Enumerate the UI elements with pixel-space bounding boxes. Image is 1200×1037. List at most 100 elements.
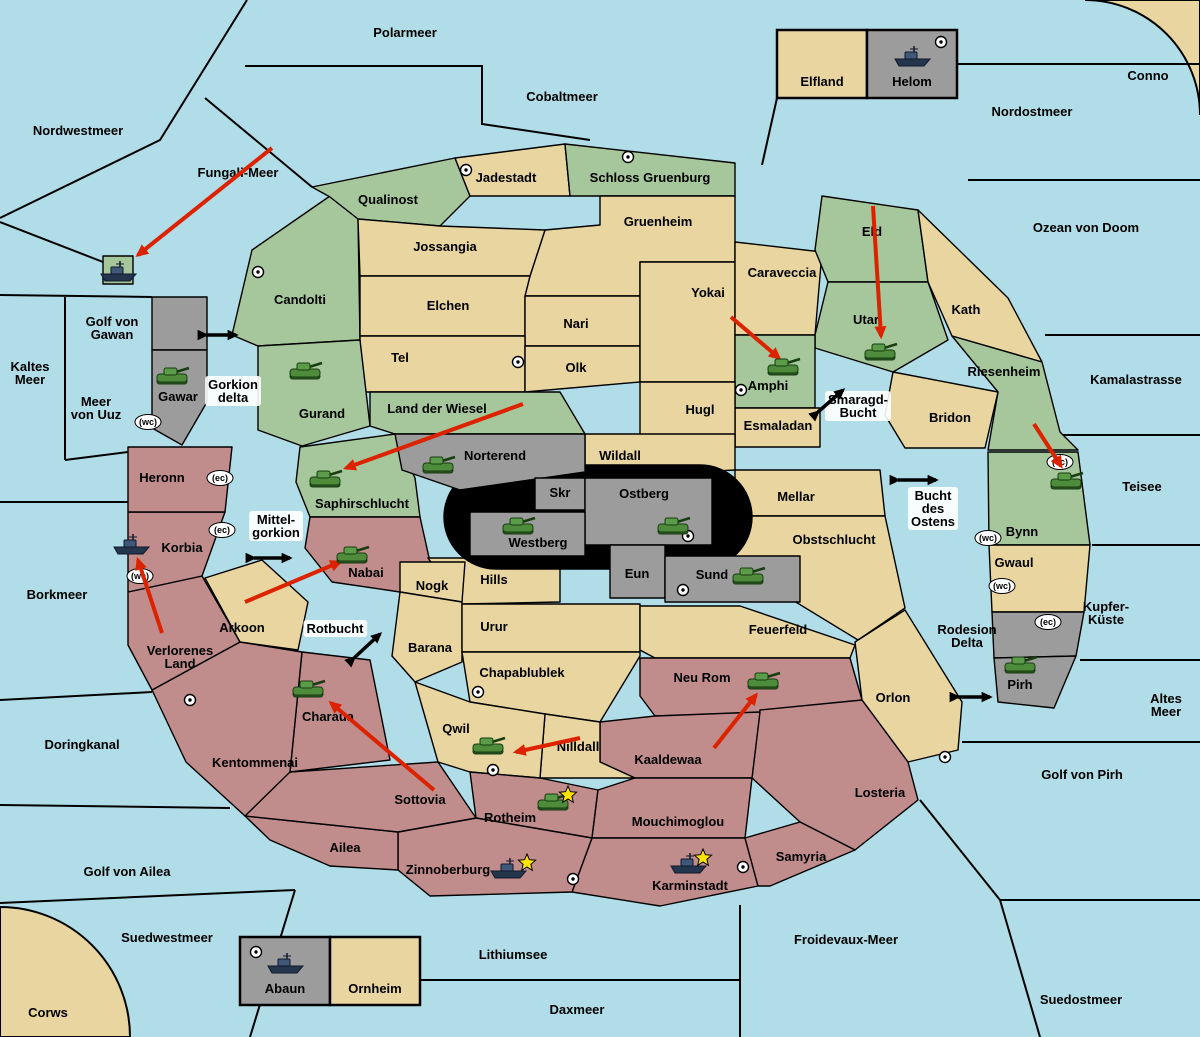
svg-text:Wildall: Wildall <box>599 448 641 463</box>
territory-label-chapablublek: Chapablublek <box>479 665 565 680</box>
tank-unit[interactable] <box>1004 655 1038 674</box>
ship-unit[interactable] <box>267 953 305 974</box>
tank-unit[interactable] <box>292 679 326 698</box>
tank-unit[interactable] <box>502 516 536 535</box>
sea-label-nordwestmeer: Nordwestmeer <box>33 123 123 138</box>
territory-heronn[interactable] <box>127 446 233 513</box>
ship-unit[interactable] <box>490 858 528 879</box>
territory-label-zinnoberburg: Zinnoberburg <box>406 862 491 877</box>
tank-unit[interactable] <box>657 516 691 535</box>
sea-label-ozean-von-doom: Ozean von Doom <box>1033 220 1139 235</box>
city-marker <box>511 355 525 369</box>
territory-label-kath: Kath <box>952 302 981 317</box>
territory-label-arkoon: Arkoon <box>219 620 265 635</box>
territory-norterend[interactable] <box>394 433 586 491</box>
territory-tel[interactable] <box>359 335 526 393</box>
svg-text:Neu Rom: Neu Rom <box>673 670 730 685</box>
connection-arrow <box>808 388 846 422</box>
tank-unit[interactable] <box>336 545 370 564</box>
city-marker <box>736 860 750 874</box>
tank-unit[interactable] <box>732 566 766 585</box>
sea-label-golf-von-pirh: Golf von Pirh <box>1041 767 1123 782</box>
tank-unit[interactable] <box>289 361 323 380</box>
territory-label-sund: Sund <box>696 567 729 582</box>
svg-text:Jossangia: Jossangia <box>413 239 477 254</box>
tank-unit[interactable] <box>767 357 801 376</box>
svg-text:Fungali-Meer: Fungali-Meer <box>198 165 279 180</box>
tank-unit[interactable] <box>156 366 190 385</box>
legend-label-helom: Helom <box>892 74 932 89</box>
tank-unit[interactable] <box>537 792 571 811</box>
territory-label-eld: Eld <box>862 224 882 239</box>
svg-text:Teisee: Teisee <box>1122 479 1162 494</box>
territory-caraveccia[interactable] <box>734 241 823 336</box>
ship-unit[interactable] <box>100 261 138 282</box>
territory-label-westberg: Westberg <box>509 535 568 550</box>
coast-badge: (ec) <box>1034 614 1062 630</box>
city-marker <box>251 265 265 279</box>
territory-yokai[interactable] <box>639 261 736 383</box>
territory-gorkion-delta[interactable] <box>151 296 208 351</box>
svg-text:(ec): (ec) <box>212 473 228 483</box>
svg-text:Gruenheim: Gruenheim <box>624 214 693 229</box>
territory-samyria[interactable] <box>744 821 856 887</box>
territory-barana[interactable] <box>391 591 463 683</box>
svg-text:Polarmeer: Polarmeer <box>373 25 437 40</box>
tank-unit[interactable] <box>309 469 343 488</box>
corner-island-corws[interactable] <box>0 905 132 1037</box>
territory-mouchimoglou[interactable] <box>591 777 753 839</box>
territory-label-samyria: Samyria <box>776 849 827 864</box>
legend-cell-elfland[interactable] <box>775 28 869 100</box>
territory-label-skr: Skr <box>550 485 571 500</box>
legend-label-elfland: Elfland <box>800 74 843 89</box>
legend-label-ornheim: Ornheim <box>348 981 401 996</box>
svg-text:Samyria: Samyria <box>776 849 827 864</box>
victory-star-icon <box>558 784 578 804</box>
svg-text:Rotbucht: Rotbucht <box>306 621 364 636</box>
svg-text:Skr: Skr <box>550 485 571 500</box>
tank-unit[interactable] <box>472 736 506 755</box>
svg-text:Korbia: Korbia <box>161 540 203 555</box>
territory-gurand[interactable] <box>257 339 371 447</box>
territory-label-jadestadt: Jadestadt <box>476 170 537 185</box>
svg-text:Jadestadt: Jadestadt <box>476 170 537 185</box>
ship-unit[interactable] <box>670 853 708 874</box>
territory-jossangia[interactable] <box>357 218 546 277</box>
legend-cell-ornheim[interactable] <box>328 935 422 1007</box>
svg-text:Barana: Barana <box>408 640 453 655</box>
svg-text:Caraveccia: Caraveccia <box>748 265 817 280</box>
tank-unit[interactable] <box>864 342 898 361</box>
svg-text:Gurand: Gurand <box>299 406 345 421</box>
svg-text:Lithiumsee: Lithiumsee <box>479 947 548 962</box>
sea-label-froidevaux-meer: Froidevaux-Meer <box>794 932 898 947</box>
svg-text:Ostberg: Ostberg <box>619 486 669 501</box>
tank-unit[interactable] <box>422 455 456 474</box>
svg-text:Rotheim: Rotheim <box>484 810 536 825</box>
svg-text:Urur: Urur <box>480 619 507 634</box>
label-background <box>205 376 261 406</box>
legend-box: Elfland Helom <box>775 28 959 100</box>
territory-label-ostberg: Ostberg <box>619 486 669 501</box>
sea-label-suedwestmeer: Suedwestmeer <box>121 930 213 945</box>
sea-label-daxmeer: Daxmeer <box>550 1002 605 1017</box>
svg-text:Sottovia: Sottovia <box>394 792 446 807</box>
ship-unit[interactable] <box>894 46 932 67</box>
city-marker <box>566 872 580 886</box>
svg-text:(ec): (ec) <box>214 525 230 535</box>
city-marker <box>183 693 197 707</box>
svg-text:Nordwestmeer: Nordwestmeer <box>33 123 123 138</box>
tank-unit[interactable] <box>1050 471 1084 490</box>
svg-text:Ozean von Doom: Ozean von Doom <box>1033 220 1139 235</box>
svg-text:Mittel-gorkion: Mittel-gorkion <box>252 512 300 540</box>
territory-bynn[interactable] <box>987 451 1091 546</box>
ship-unit[interactable] <box>113 534 151 555</box>
svg-text:(wc): (wc) <box>993 581 1011 591</box>
svg-text:Schloss Gruenburg: Schloss Gruenburg <box>590 170 711 185</box>
svg-text:Bynn: Bynn <box>1006 524 1039 539</box>
territory-label-caraveccia: Caraveccia <box>748 265 817 280</box>
tank-unit[interactable] <box>747 671 781 690</box>
territory-losteria[interactable] <box>751 699 919 851</box>
